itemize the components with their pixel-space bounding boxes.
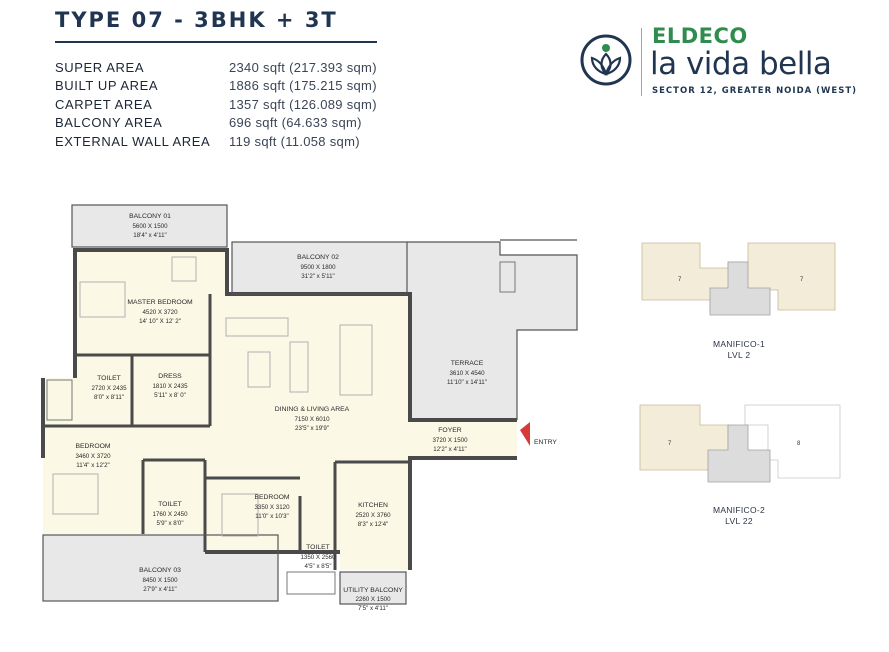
- project-location: SECTOR 12, GREATER NOIDA (WEST): [652, 86, 858, 96]
- room-dim-ft: 27'9" x 4'11": [143, 586, 176, 593]
- balcony-01-area: [72, 205, 227, 247]
- room-dim-mm: 2520 X 3760: [355, 512, 391, 519]
- unit-number: 8: [797, 441, 801, 447]
- key-plan-title: MANIFICO-1: [713, 339, 765, 349]
- room-name: BEDROOM: [75, 443, 110, 450]
- room-name: FOYER: [438, 427, 462, 434]
- area-label: EXTERNAL WALL AREA: [55, 133, 211, 149]
- room-name: TOILET: [97, 375, 121, 382]
- unit-number: 7: [678, 277, 682, 283]
- area-table: SUPER AREA 2340 sqft (217.393 sqm) BUILT…: [55, 58, 377, 151]
- room-dim-mm: 8450 X 1500: [142, 577, 178, 584]
- room-dim-mm: 3460 X 3720: [75, 453, 111, 460]
- room-dim-ft: 5'9" x 8'0": [156, 520, 183, 527]
- room-dim-ft: 12'2" x 4'11": [433, 446, 466, 453]
- room-dim-mm: 1350 X 2560: [300, 554, 336, 561]
- room-dim-mm: 3350 X 3120: [254, 504, 290, 511]
- room-dim-mm: 1760 X 2450: [152, 511, 188, 518]
- area-value: 2340 sqft (217.393 sqm): [229, 59, 377, 75]
- project-name: la vida bella: [650, 46, 832, 82]
- room-dim-ft: 11'0" x 10'3": [255, 513, 288, 520]
- area-row: SUPER AREA 2340 sqft (217.393 sqm): [55, 58, 377, 77]
- room-name: TOILET: [306, 544, 330, 551]
- room-dim-ft: 8'3" x 12'4": [358, 521, 389, 528]
- room-name: MASTER BEDROOM: [127, 299, 193, 306]
- area-row: BUILT UP AREA 1886 sqft (175.215 sqm): [55, 77, 377, 96]
- area-value: 696 sqft (64.633 sqm): [229, 115, 362, 131]
- interior-floor: [43, 250, 517, 570]
- room-name: BEDROOM: [254, 494, 289, 501]
- room-dim-mm: 3610 X 4540: [449, 370, 485, 377]
- room-name: BALCONY 01: [129, 213, 171, 220]
- exterior-walls: [41, 248, 517, 570]
- area-value: 1357 sqft (126.089 sqm): [229, 96, 377, 112]
- room-dim-mm: 7150 X 6010: [294, 416, 330, 423]
- room-dim-ft: 7'5" x 4'11": [358, 605, 388, 612]
- lotus-logo-icon: [580, 34, 632, 86]
- room-name: TERRACE: [451, 360, 484, 367]
- balcony-railings: [42, 204, 578, 605]
- room-name: UTILITY BALCONY: [343, 587, 403, 594]
- room-dim-ft: 18'4" x 4'11": [133, 232, 166, 239]
- entry-arrow-icon: [520, 422, 530, 446]
- key-plan-manifico-2: 7 8 MANIFICO-2 LVL 22: [639, 404, 841, 526]
- room-dim-ft: 5'11" x 8' 0": [154, 392, 186, 399]
- area-value: 119 sqft (11.058 sqm): [229, 133, 360, 149]
- key-plan-level: LVL 22: [725, 516, 753, 526]
- room-dim-mm: 2720 X 2435: [91, 385, 127, 392]
- room-dim-mm: 3720 X 1500: [432, 437, 468, 444]
- entry-label: ENTRY: [534, 439, 557, 446]
- area-row: CARPET AREA 1357 sqft (126.089 sqm): [55, 95, 377, 114]
- area-label: SUPER AREA: [55, 59, 145, 75]
- room-dim-mm: 9500 X 1800: [300, 264, 336, 271]
- room-dim-ft: 8'0" x 8'11": [94, 394, 124, 401]
- developer-name: ELDECO: [652, 24, 748, 48]
- room-dim-ft: 4'5" x 8'5": [304, 563, 331, 570]
- area-label: BALCONY AREA: [55, 115, 163, 131]
- room-dim-ft: 11'10" x 14'11": [447, 379, 487, 386]
- room-name: BALCONY 03: [139, 567, 181, 574]
- room-name: DINING & LIVING AREA: [275, 406, 350, 413]
- unit-number: 7: [668, 441, 672, 447]
- area-row: BALCONY AREA 696 sqft (64.633 sqm): [55, 114, 377, 133]
- area-label: BUILT UP AREA: [55, 78, 159, 94]
- unit-number: 7: [800, 277, 804, 283]
- key-plan-title: MANIFICO-2: [713, 505, 765, 515]
- key-plan-level: LVL 2: [728, 350, 751, 360]
- room-name: BALCONY 02: [297, 254, 339, 261]
- room-dim-mm: 4520 X 3720: [142, 309, 178, 316]
- area-row: EXTERNAL WALL AREA 119 sqft (11.058 sqm): [55, 132, 377, 151]
- utility-balcony-area: [340, 572, 406, 604]
- duct-shaft: [46, 379, 73, 421]
- room-dim-ft: 14' 10" X 12' 2": [139, 318, 181, 325]
- room-dim-mm: 2260 X 1500: [355, 596, 391, 603]
- duct-shaft: [286, 571, 336, 595]
- terrace-area: [407, 242, 577, 420]
- furniture: [52, 256, 373, 537]
- area-value: 1886 sqft (175.215 sqm): [229, 78, 377, 94]
- key-plan-manifico-1: 7 7 MANIFICO-1 LVL 2: [641, 242, 836, 360]
- brand-logo: ELDECO la vida bella SECTOR 12, GREATER …: [578, 24, 878, 104]
- room-dim-ft: 11'4" x 12'2": [76, 462, 109, 469]
- plan-title: TYPE 07 - 3BHK + 3T: [55, 8, 338, 32]
- room-name: TOILET: [158, 501, 182, 508]
- title-underline: [55, 41, 377, 43]
- area-label: CARPET AREA: [55, 96, 153, 112]
- room-dim-mm: 1810 X 2435: [152, 383, 188, 390]
- balcony-02-area: [232, 242, 407, 294]
- room-dim-mm: 5600 X 1500: [132, 223, 168, 230]
- duct-shaft: [499, 261, 516, 293]
- room-name: KITCHEN: [358, 502, 388, 509]
- interior-walls: [43, 294, 410, 570]
- room-dim-ft: 23'5" x 19'9": [295, 425, 329, 432]
- brand-divider: [641, 28, 642, 96]
- room-dim-ft: 31'2" x 5'11": [301, 273, 334, 280]
- room-name: DRESS: [158, 373, 182, 380]
